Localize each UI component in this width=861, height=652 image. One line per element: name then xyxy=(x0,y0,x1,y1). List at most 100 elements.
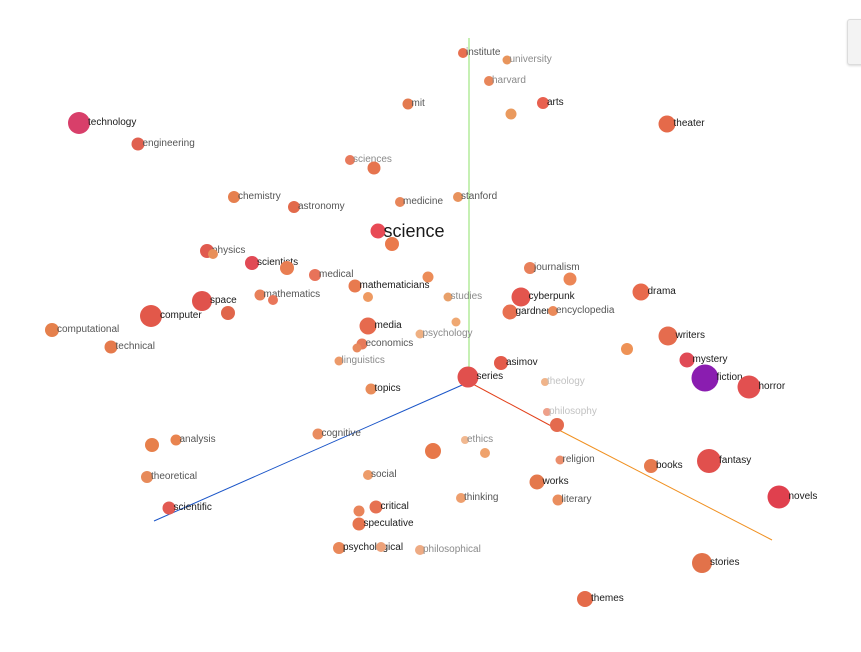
embedding-point[interactable] xyxy=(228,191,240,203)
embedding-point[interactable] xyxy=(104,340,118,354)
embedding-point[interactable] xyxy=(333,542,345,554)
embedding-point[interactable] xyxy=(679,352,695,368)
embedding-point[interactable] xyxy=(45,323,59,337)
embedding-point[interactable] xyxy=(367,161,381,175)
embedding-point[interactable] xyxy=(543,408,551,416)
embedding-point[interactable] xyxy=(632,283,650,301)
embedding-point[interactable] xyxy=(359,317,377,335)
embedding-point[interactable] xyxy=(363,292,373,302)
embedding-point[interactable] xyxy=(502,55,512,65)
embedding-point[interactable] xyxy=(548,306,558,316)
embedding-point[interactable] xyxy=(376,542,386,552)
embedding-point[interactable] xyxy=(541,378,549,386)
embedding-point[interactable] xyxy=(480,448,490,458)
point-label: mystery xyxy=(692,354,728,365)
embedding-point[interactable] xyxy=(254,289,266,301)
embedding-point[interactable] xyxy=(345,155,355,165)
embedding-point[interactable] xyxy=(221,306,235,320)
embedding-point[interactable] xyxy=(145,438,159,452)
embedding-point[interactable] xyxy=(353,505,365,517)
embedding-point[interactable] xyxy=(170,434,182,446)
embedding-point[interactable] xyxy=(484,76,494,86)
embedding-point[interactable] xyxy=(415,545,425,555)
embedding-point[interactable] xyxy=(644,459,658,473)
point-label: scientific xyxy=(173,502,212,513)
embedding-point[interactable] xyxy=(453,192,463,202)
embedding-point[interactable] xyxy=(245,256,259,270)
embedding-point[interactable] xyxy=(415,329,425,339)
embedding-point[interactable] xyxy=(425,443,441,459)
point-label: media xyxy=(374,320,402,331)
point-label: social xyxy=(371,469,397,480)
embedding-point[interactable] xyxy=(577,591,593,607)
embedding-point[interactable] xyxy=(767,485,791,509)
embedding-point[interactable] xyxy=(422,271,434,283)
embedding-point[interactable] xyxy=(494,356,508,370)
embedding-point[interactable] xyxy=(461,436,469,444)
point-label: linguistics xyxy=(341,355,385,366)
embedding-point[interactable] xyxy=(458,48,468,58)
embedding-point[interactable] xyxy=(658,326,678,346)
embedding-point[interactable] xyxy=(288,201,300,213)
embedding-point[interactable] xyxy=(658,115,676,133)
side-panel-toggle[interactable] xyxy=(847,19,861,65)
embedding-point[interactable] xyxy=(737,375,761,399)
point-label: stanford xyxy=(461,191,498,202)
embedding-point[interactable] xyxy=(443,292,453,302)
point-label: mathematics xyxy=(263,289,321,300)
point-label: themes xyxy=(591,593,624,604)
embedding-point[interactable] xyxy=(369,500,383,514)
embedding-point[interactable] xyxy=(268,295,278,305)
point-label: science xyxy=(383,221,445,241)
embedding-point[interactable] xyxy=(192,291,212,311)
embedding-point[interactable] xyxy=(365,383,377,395)
point-label: literary xyxy=(561,494,592,505)
embedding-point[interactable] xyxy=(555,455,565,465)
embedding-point[interactable] xyxy=(280,261,294,275)
embedding-point[interactable] xyxy=(552,494,564,506)
embedding-point[interactable] xyxy=(524,262,536,274)
embedding-point[interactable] xyxy=(529,474,545,490)
embedding-point[interactable] xyxy=(68,112,90,134)
embedding-point[interactable] xyxy=(395,197,405,207)
embedding-point[interactable] xyxy=(621,343,633,355)
embedding-point[interactable] xyxy=(370,223,386,239)
embedding-point[interactable] xyxy=(457,366,479,388)
point-label: mathematicians xyxy=(359,280,430,291)
embedding-point[interactable] xyxy=(550,418,564,432)
embedding-point[interactable] xyxy=(141,471,153,483)
embedding-point[interactable] xyxy=(691,364,719,392)
embedding-point[interactable] xyxy=(140,305,162,327)
point-label: studies xyxy=(450,291,483,302)
embedding-point[interactable] xyxy=(697,449,721,473)
point-label: psychology xyxy=(422,328,473,339)
embedding-point[interactable] xyxy=(505,108,517,120)
embedding-point[interactable] xyxy=(563,272,577,286)
x-axis-line-far xyxy=(554,427,773,541)
embedding-point[interactable] xyxy=(502,304,518,320)
embedding-point[interactable] xyxy=(352,343,362,353)
point-label: harvard xyxy=(492,75,526,86)
embedding-point[interactable] xyxy=(402,98,414,110)
embedding-point[interactable] xyxy=(385,237,399,251)
embedding-point[interactable] xyxy=(162,501,176,515)
embedding-point[interactable] xyxy=(511,287,531,307)
point-label: space xyxy=(210,295,237,306)
embedding-point[interactable] xyxy=(451,317,461,327)
point-label: writers xyxy=(675,330,705,341)
embedding-point[interactable] xyxy=(692,553,712,573)
embedding-point[interactable] xyxy=(348,279,362,293)
embedding-point[interactable] xyxy=(537,97,549,109)
embedding-point[interactable] xyxy=(309,269,321,281)
embedding-point[interactable] xyxy=(312,428,324,440)
embedding-point[interactable] xyxy=(131,137,145,151)
embedding-point[interactable] xyxy=(356,338,368,350)
embedding-point[interactable] xyxy=(208,249,218,259)
embedding-point[interactable] xyxy=(334,356,344,366)
embedding-point[interactable] xyxy=(363,470,373,480)
embedding-point[interactable] xyxy=(352,517,366,531)
point-label: institute xyxy=(466,47,501,58)
embedding-point[interactable] xyxy=(456,493,466,503)
point-label: fiction xyxy=(716,372,743,383)
